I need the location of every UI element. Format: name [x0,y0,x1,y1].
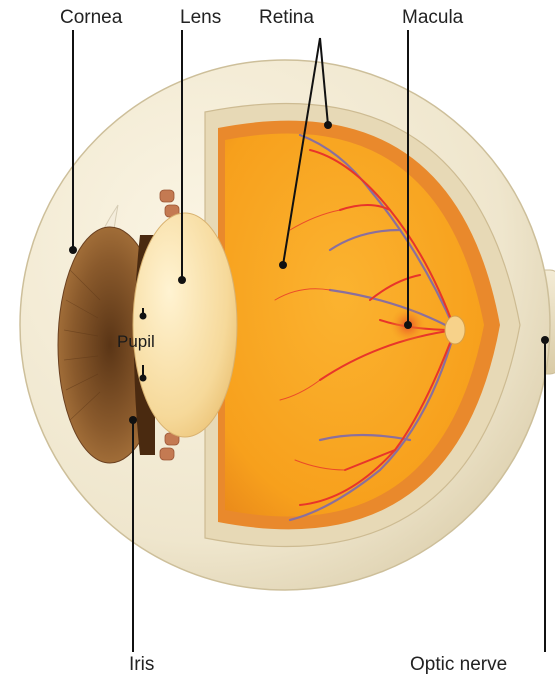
cornea-label: Cornea [60,8,122,27]
optic-nerve-label: Optic nerve [410,655,507,674]
lens-label: Lens [180,8,221,27]
iris-label: Iris [129,655,154,674]
macula-label: Macula [402,8,463,27]
retina-label: Retina [259,8,314,27]
lens-shape [133,213,237,437]
pupil-label: Pupil [117,333,155,350]
optic-disc [445,316,465,344]
